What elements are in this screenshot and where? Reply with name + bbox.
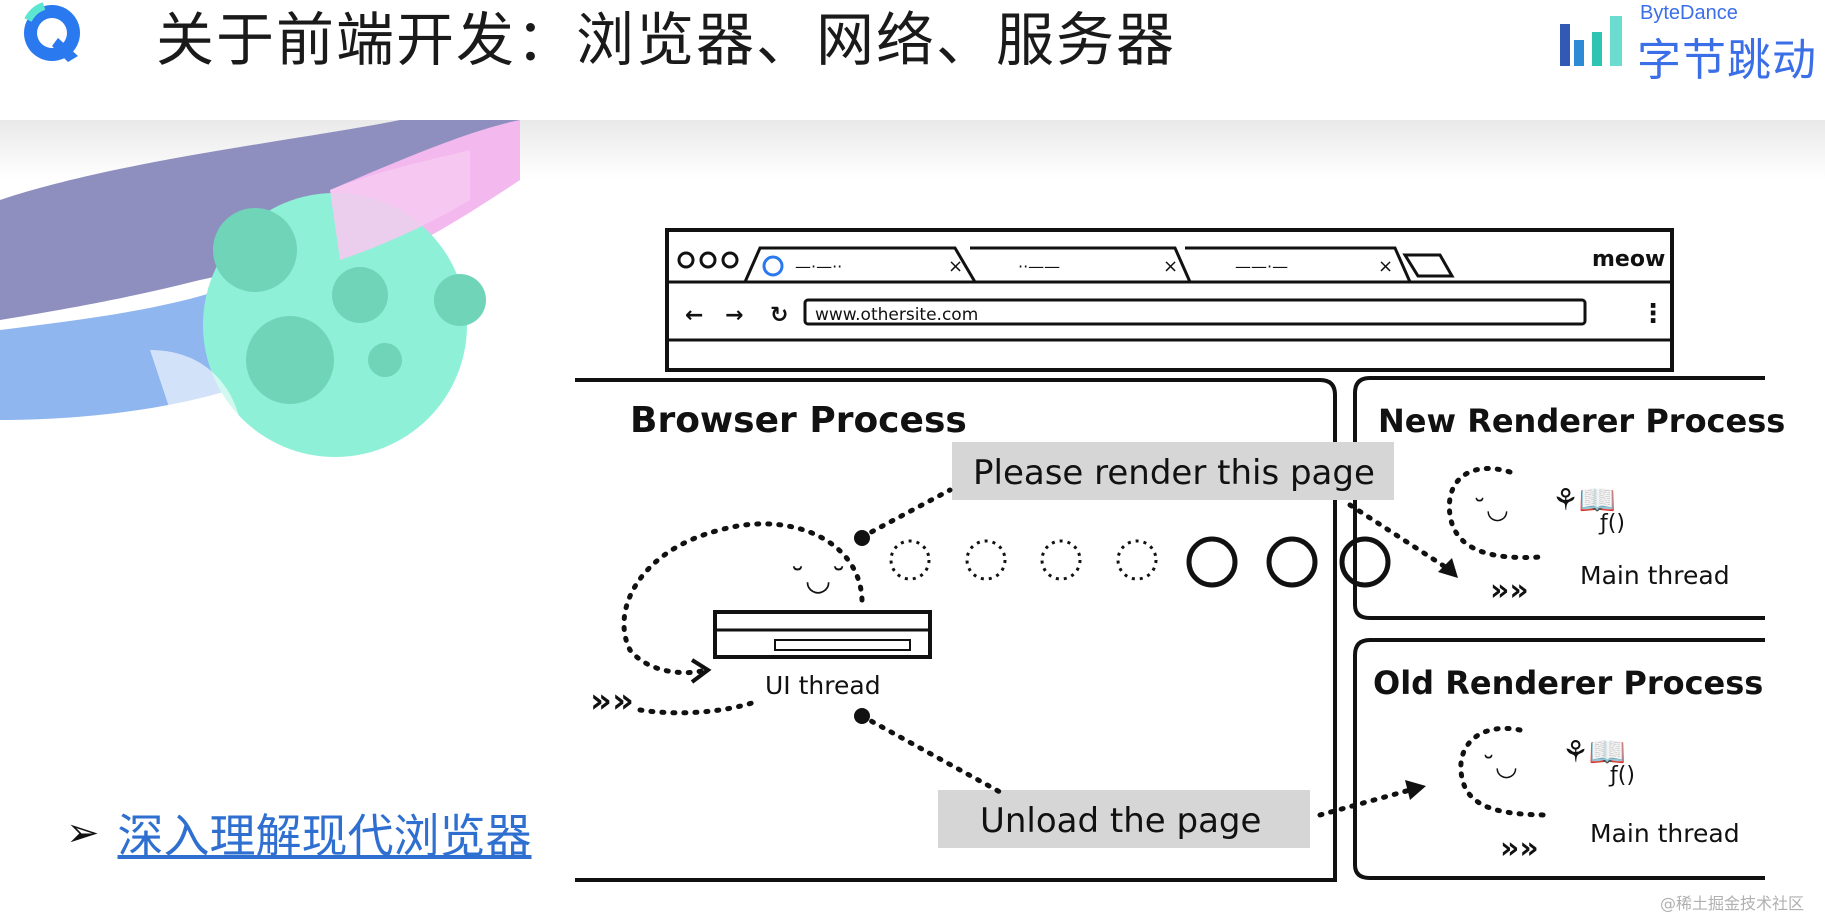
brand-name-cn: 字节跳动 — [1637, 35, 1817, 86]
browser-tab-3[interactable]: ——·— × — [1185, 246, 1412, 283]
watermark: @稀土掘金技术社区 — [1660, 894, 1805, 913]
reload-icon[interactable]: ↻ — [770, 303, 788, 328]
old-thread-smiley-icon: ˘◡ — [1482, 752, 1518, 782]
new-thread-chevrons-icon: »» — [1490, 573, 1529, 608]
new-main-thread-label: Main thread — [1580, 561, 1730, 590]
browser-tab-2[interactable]: ··—— × — [970, 246, 1192, 283]
tab-3-close-icon: × — [1378, 256, 1393, 277]
new-tab-icon[interactable] — [1402, 253, 1455, 278]
app-logo-icon — [24, 2, 80, 62]
message-circles — [889, 536, 1391, 588]
new-thread-formula-icon: ƒ() — [1598, 511, 1625, 536]
reference-link[interactable]: 深入理解现代浏览器 — [117, 809, 532, 863]
mini-browser-icon — [713, 610, 932, 659]
window-control-dots — [677, 251, 739, 269]
tab-3-title: ——·— — [1235, 257, 1288, 276]
window-label: meow — [1592, 247, 1665, 272]
unload-to-old-renderer-arrow — [1317, 787, 1413, 818]
planet-illustration — [0, 120, 520, 457]
tab-1-close-icon: × — [948, 256, 963, 277]
forward-arrow-icon[interactable]: → — [725, 303, 743, 328]
brand-name-en: ByteDance — [1640, 2, 1738, 24]
new-thread-smiley-icon: ˘◡ — [1473, 495, 1509, 525]
back-arrow-icon[interactable]: ← — [685, 303, 703, 328]
tab-2-close-icon: × — [1163, 256, 1178, 277]
browser-process-box — [575, 378, 1337, 882]
old-thread-tools-icon: ⚘📖 — [1562, 735, 1626, 770]
new-renderer-process-label: New Renderer Process — [1378, 402, 1785, 440]
new-renderer-thread: ˘◡ ⚘📖 ƒ() Main thread »» — [1446, 466, 1730, 608]
address-bar[interactable] — [803, 298, 1587, 326]
reference-link-row: ➢ 深入理解现代浏览器 — [66, 800, 532, 866]
ui-thread-cluster: ˘◡˘ UI thread »» — [590, 521, 932, 721]
old-thread-formula-icon: ƒ() — [1608, 763, 1635, 788]
render-message-label: Please render this page — [973, 453, 1375, 493]
browser-process-label: Browser Process — [630, 400, 967, 441]
browser-tab-1[interactable]: —·—·· × — [743, 246, 977, 283]
old-main-thread-label: Main thread — [1590, 819, 1740, 848]
ui-thread-label: UI thread — [765, 671, 881, 700]
arrow-bullet-icon: ➢ — [66, 810, 100, 856]
ui-thread-chevrons-icon: »» — [590, 681, 634, 721]
menu-kebab-icon[interactable]: ⋮ — [1640, 299, 1666, 329]
render-to-new-renderer-arrow — [1347, 502, 1453, 573]
address-bar-url: www.othersite.com — [815, 305, 978, 325]
tab-1-title: —·—·· — [795, 257, 842, 276]
thread-smiley-icon: ˘◡˘ — [790, 563, 846, 598]
unload-message-connector — [859, 713, 1003, 795]
render-message-bg — [952, 442, 1394, 500]
slide-header: 关于前端开发：浏览器、网络、服务器 ByteDance 字节跳动 — [0, 0, 1825, 120]
bytedance-logo-icon — [1560, 16, 1622, 66]
new-thread-tools-icon: ⚘📖 — [1552, 483, 1616, 518]
tab-2-title: ··—— — [1018, 257, 1060, 276]
unload-message-bg — [938, 790, 1310, 848]
old-renderer-process-label: Old Renderer Process — [1373, 664, 1763, 702]
page-title: 关于前端开发：浏览器、网络、服务器 — [156, 6, 1177, 74]
old-thread-chevrons-icon: »» — [1500, 831, 1539, 866]
unload-message-label: Unload the page — [980, 801, 1261, 841]
old-renderer-process-box — [1353, 638, 1765, 880]
old-renderer-thread: ˘◡ ⚘📖 ƒ() Main thread »» — [1458, 726, 1740, 866]
browser-window-mock: —·—·· × ··—— × ——·— × meow ← → ↻ www.oth… — [665, 228, 1674, 372]
